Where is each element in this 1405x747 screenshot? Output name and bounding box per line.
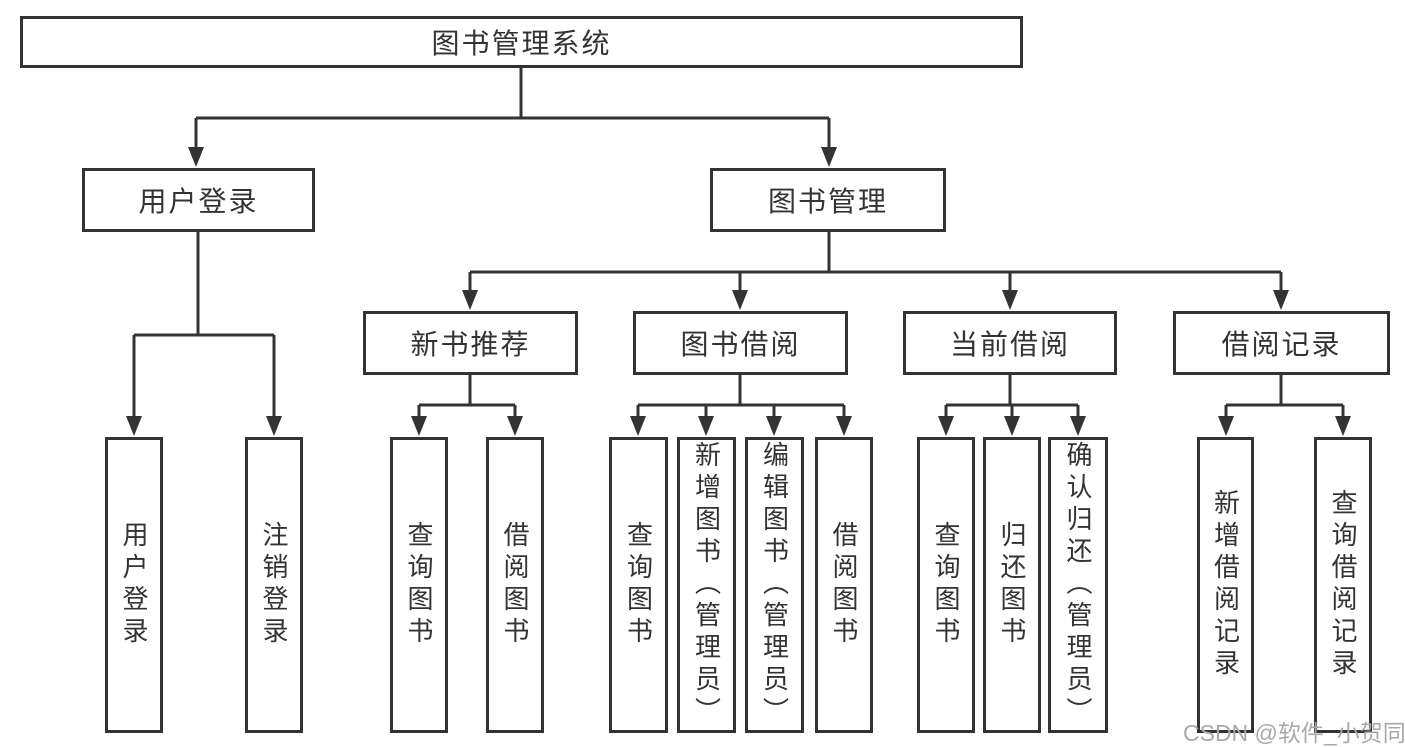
node-current-borrow: 当前借阅 <box>903 311 1117 375</box>
node-label: 用户登录 <box>138 186 259 217</box>
leaf-label: 借阅图书 <box>829 521 859 649</box>
leaf-label: 确认归还（管理员） <box>1063 441 1093 729</box>
node-root-system: 图书管理系统 <box>20 16 1023 68</box>
leaf-label: 查询图书 <box>931 521 961 649</box>
leaf-label: 新增借阅记录 <box>1210 489 1241 681</box>
leaf-query-book-recommend: 查询图书 <box>390 437 448 733</box>
node-label: 图书借阅 <box>680 329 801 360</box>
arrowheads <box>126 147 1351 436</box>
node-user-login: 用户登录 <box>82 168 315 232</box>
leaf-query-borrow-record: 查询借阅记录 <box>1314 437 1372 733</box>
node-label: 当前借阅 <box>949 329 1070 360</box>
leaf-label: 查询图书 <box>623 521 654 649</box>
leaf-user-login: 用户登录 <box>105 437 163 733</box>
leaf-label: 用户登录 <box>119 521 149 649</box>
leaf-borrow-book-recommend: 借阅图书 <box>486 437 544 733</box>
node-new-book-recommend: 新书推荐 <box>363 311 578 375</box>
leaf-label: 查询借阅记录 <box>1328 489 1358 681</box>
leaf-label: 借阅图书 <box>500 521 530 649</box>
leaf-query-book-current: 查询图书 <box>917 437 975 733</box>
leaf-return-book: 归还图书 <box>983 437 1041 733</box>
leaf-logout: 注销登录 <box>245 437 303 733</box>
leaf-add-borrow-record: 新增借阅记录 <box>1197 437 1254 733</box>
node-borrow-record: 借阅记录 <box>1173 311 1390 375</box>
node-book-management: 图书管理 <box>710 168 946 232</box>
csdn-watermark: CSDN @软件_小贺同学 <box>1183 720 1405 746</box>
leaf-edit-book-admin: 编辑图书（管理员） <box>745 437 804 733</box>
leaf-add-book-admin: 新增图书（管理员） <box>677 437 736 733</box>
leaf-confirm-return-admin: 确认归还（管理员） <box>1048 437 1108 733</box>
leaf-label: 归还图书 <box>997 521 1027 649</box>
leaf-label: 新增图书（管理员） <box>691 441 722 729</box>
leaf-label: 注销登录 <box>259 521 289 649</box>
leaf-borrow-book: 借阅图书 <box>815 437 873 733</box>
node-label: 图书管理 <box>767 186 888 217</box>
node-book-borrow: 图书借阅 <box>633 311 848 375</box>
node-label: 图书管理系统 <box>431 28 612 59</box>
leaf-query-book-borrow: 查询图书 <box>609 437 668 733</box>
node-label: 新书推荐 <box>410 329 531 360</box>
node-label: 借阅记录 <box>1221 329 1342 360</box>
leaf-label: 编辑图书（管理员） <box>759 441 790 729</box>
leaf-label: 查询图书 <box>404 521 434 649</box>
